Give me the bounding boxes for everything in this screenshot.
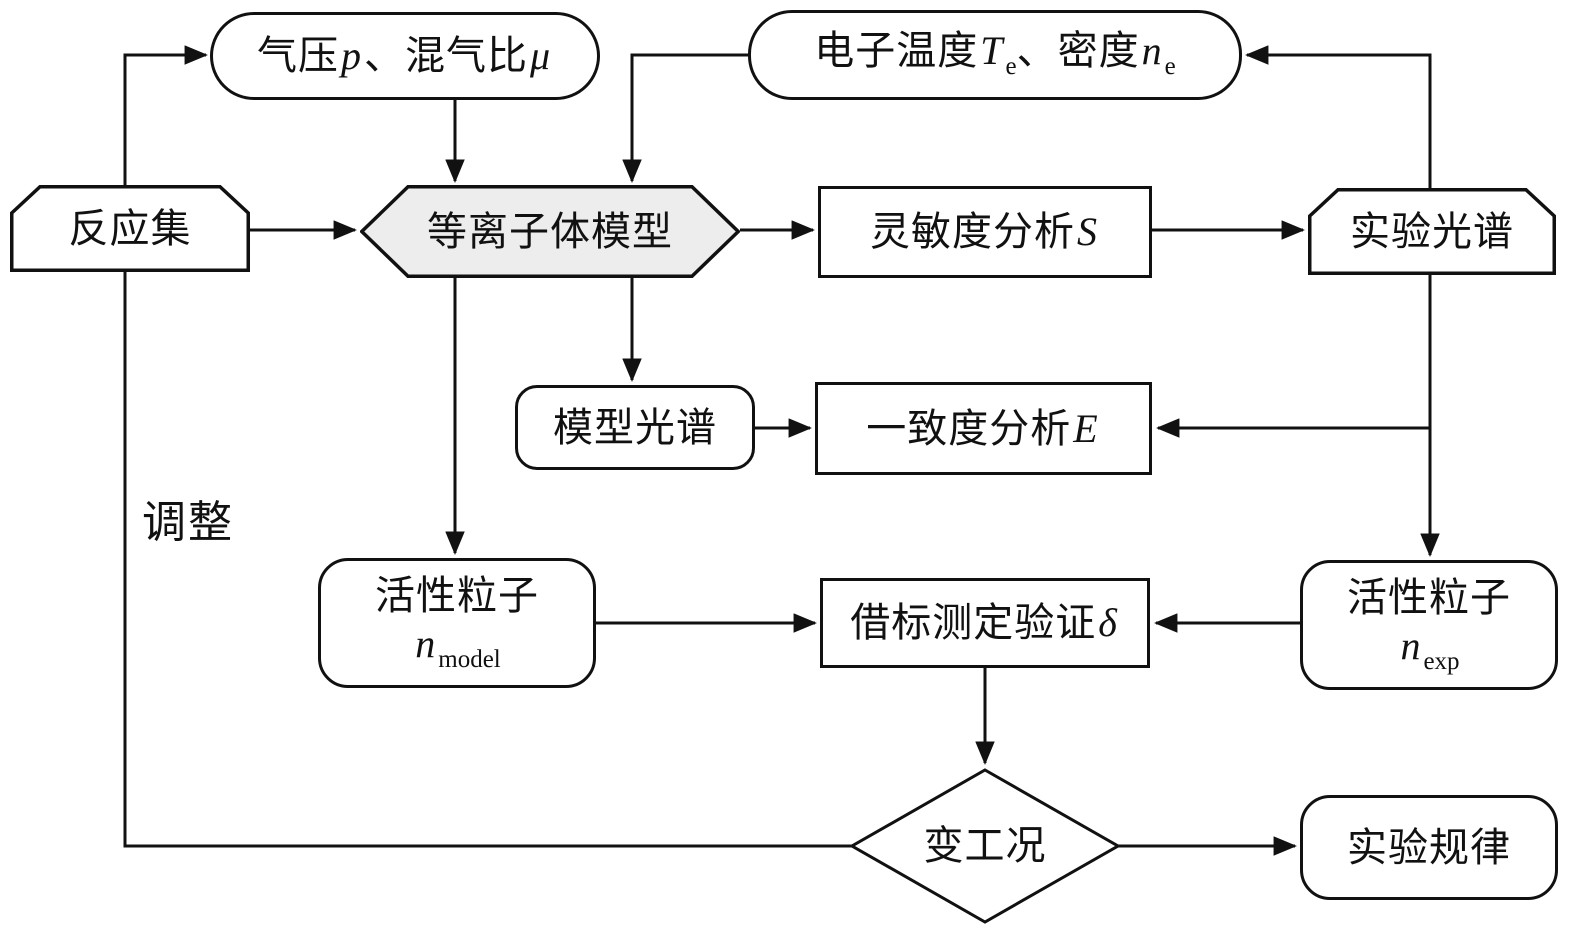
symbol-ne: n	[1141, 28, 1163, 74]
gas-pressure-text: 气压	[256, 33, 339, 78]
density-text: 、密度	[1016, 28, 1140, 74]
subscript-model: model	[438, 645, 501, 673]
edge-expspectrum-to-electron	[1245, 45, 1432, 188]
node-active-particles-exp: 活性粒子 nexp	[1300, 560, 1558, 690]
symbol-E: E	[1073, 405, 1099, 451]
electron-params-label: 电子温度Te、密度ne	[814, 29, 1175, 81]
experimental-spectrum-shape	[1308, 188, 1556, 275]
node-active-particles-model: 活性粒子 nmodel	[318, 558, 596, 688]
plasma-model-shape	[360, 185, 740, 278]
node-experimental-law: 实验规律	[1300, 795, 1558, 900]
condition-change-label: 变工况	[923, 823, 1047, 868]
adjust-label: 调整	[142, 498, 234, 547]
active-particles-model-label: 活性粒子 nmodel	[375, 572, 539, 675]
reaction-set-shape	[10, 185, 250, 272]
mix-ratio-text: 、混气比	[363, 33, 528, 78]
consistency-text: 一致度分析	[866, 405, 1072, 451]
node-calibration-verification: 借标测定验证δ	[820, 578, 1150, 668]
reaction-set-label: 反应集	[68, 205, 192, 251]
active-particles-exp-label: 活性粒子 nexp	[1347, 574, 1511, 677]
sensitivity-label: 灵敏度分析S	[870, 210, 1100, 254]
electron-temp-text: 电子温度	[814, 28, 979, 74]
active-particles-text: 活性粒子	[1347, 574, 1511, 620]
symbol-Te: T	[980, 28, 1004, 74]
node-gas-pressure: 气压p、混气比μ	[210, 12, 600, 100]
subscript-e1: e	[1005, 53, 1017, 81]
experimental-spectrum-label: 实验光谱	[1350, 208, 1514, 254]
n-exp-symbol: nexp	[1398, 622, 1459, 677]
active-particles-text: 活性粒子	[375, 572, 539, 618]
edge-electron-to-plasma	[622, 53, 748, 183]
plasma-model-label: 等离子体模型	[427, 208, 673, 254]
node-experimental-spectrum: 实验光谱	[1308, 188, 1556, 275]
sensitivity-text: 灵敏度分析	[870, 209, 1075, 254]
node-consistency-analysis: 一致度分析E	[815, 382, 1152, 475]
consistency-label: 一致度分析E	[866, 405, 1100, 451]
node-condition-change: 变工况	[850, 768, 1120, 924]
calibration-text: 借标测定验证	[850, 600, 1097, 645]
symbol-p: p	[340, 33, 362, 78]
subscript-exp: exp	[1423, 647, 1460, 675]
calibration-label: 借标测定验证δ	[850, 601, 1120, 645]
n-model-symbol: nmodel	[413, 620, 501, 675]
symbol-S: S	[1077, 209, 1098, 254]
experimental-law-label: 实验规律	[1347, 824, 1511, 870]
node-electron-params: 电子温度Te、密度ne	[748, 10, 1242, 100]
gas-pressure-label: 气压p、混气比μ	[257, 34, 553, 78]
symbol-n: n	[1400, 622, 1422, 668]
symbol-mu: μ	[529, 33, 552, 78]
subscript-e2: e	[1164, 53, 1176, 81]
symbol-n: n	[415, 620, 437, 666]
node-sensitivity-analysis: 灵敏度分析S	[818, 186, 1152, 278]
node-model-spectrum: 模型光谱	[515, 385, 755, 470]
edge-adjust-feedback	[123, 45, 852, 848]
model-spectrum-label: 模型光谱	[553, 404, 717, 450]
node-plasma-model: 等离子体模型	[360, 185, 740, 278]
node-reaction-set: 反应集	[10, 185, 250, 272]
symbol-delta: δ	[1098, 600, 1118, 645]
condition-change-shape	[850, 768, 1120, 924]
